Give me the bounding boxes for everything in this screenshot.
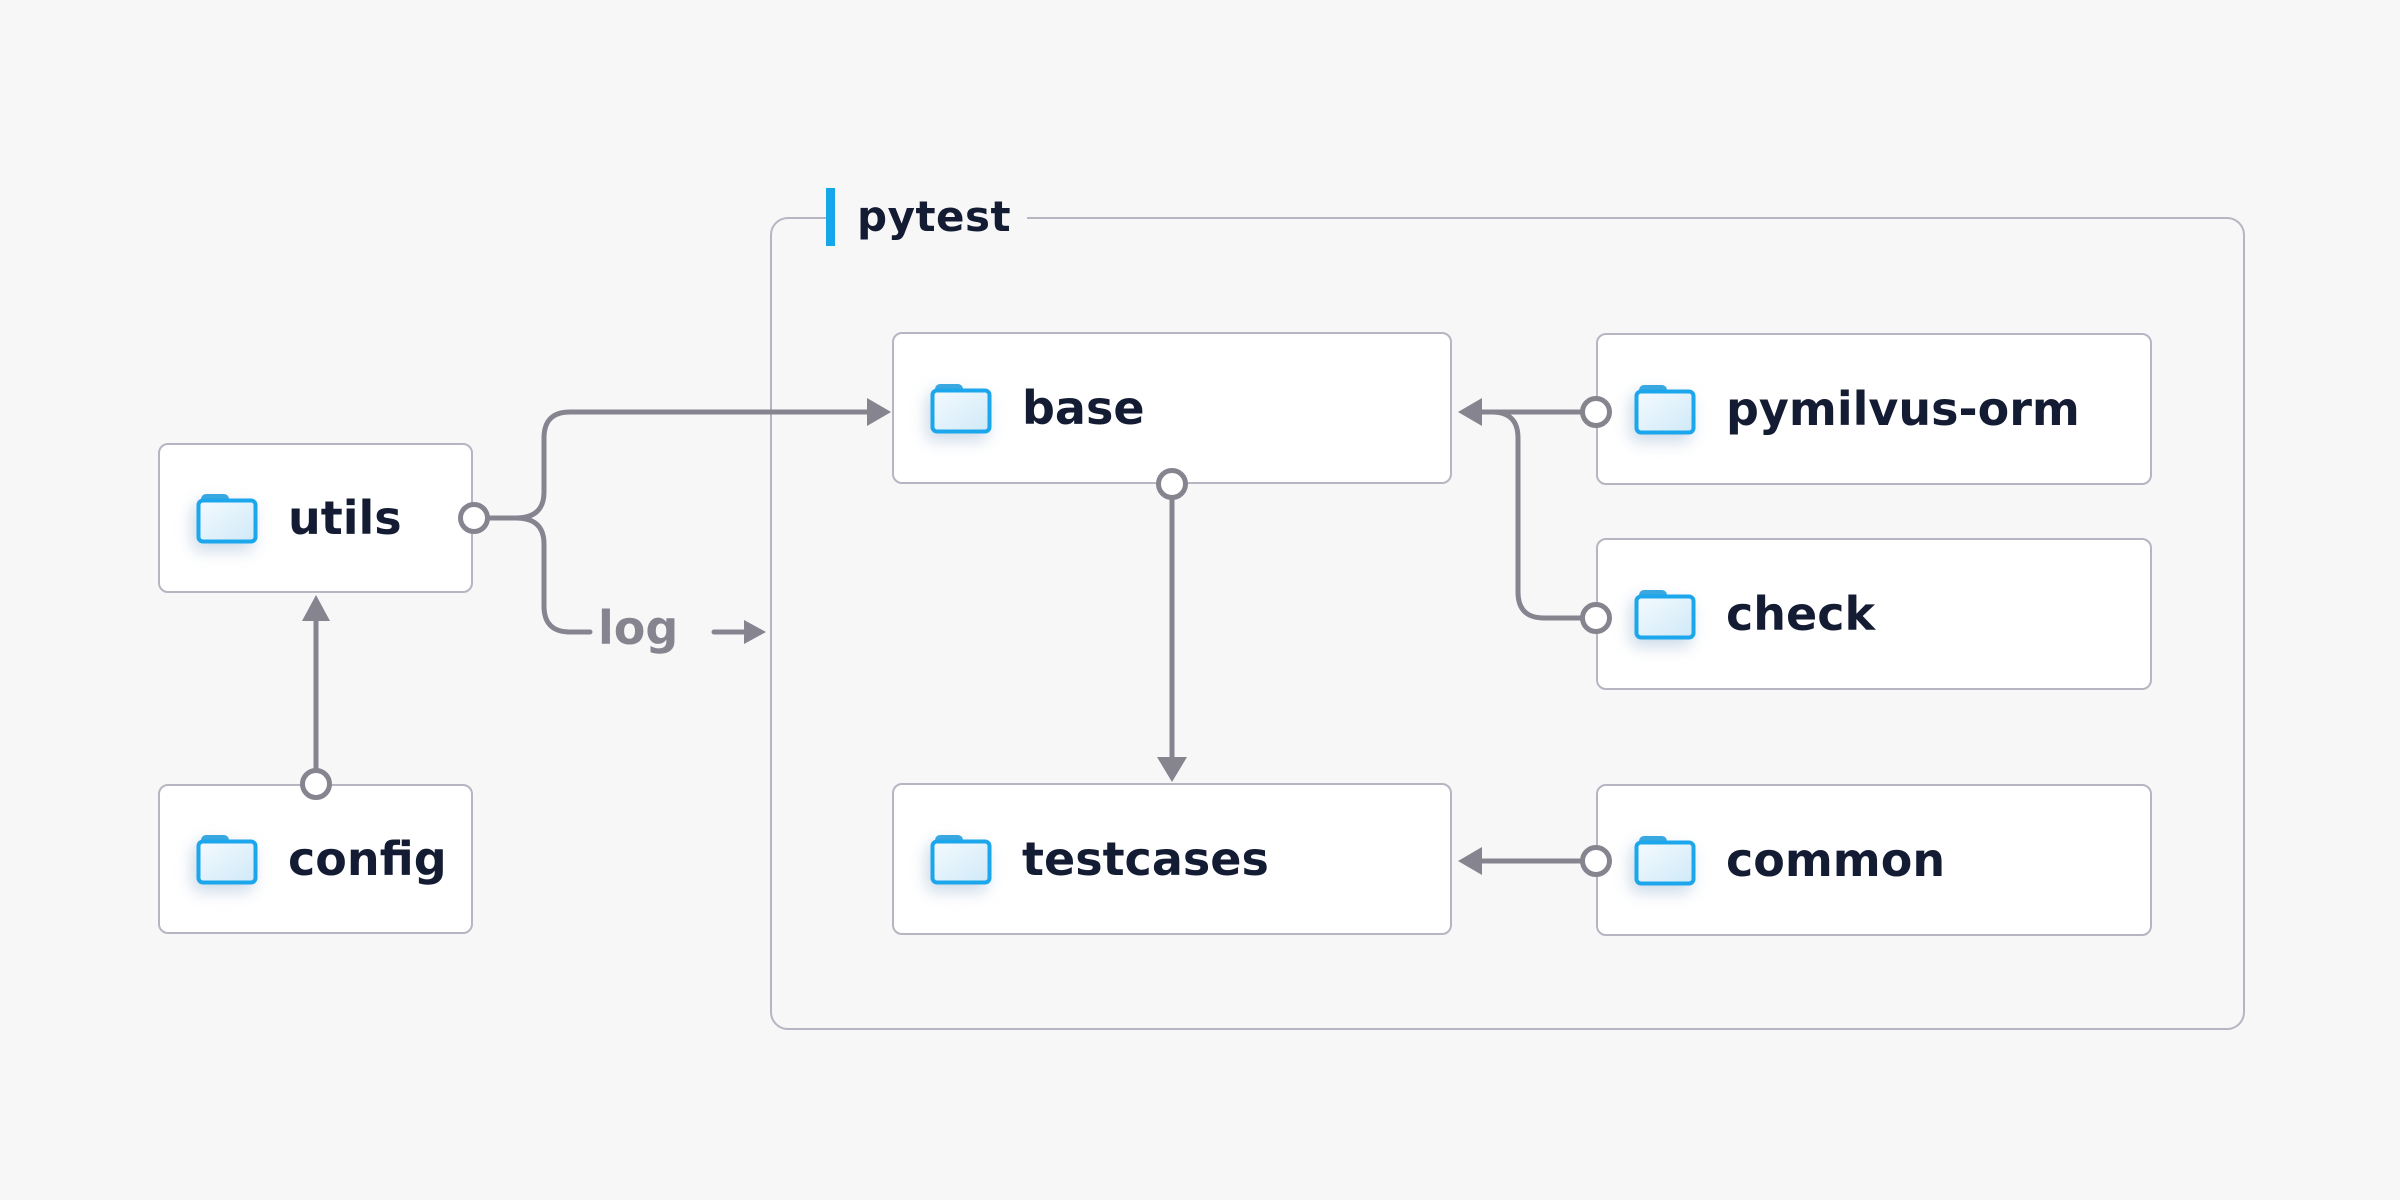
node-label: common	[1726, 833, 1946, 887]
folder-icon	[1634, 385, 1696, 435]
edge-utils-to-log-line	[486, 515, 593, 635]
node-config: config	[158, 784, 473, 934]
node-utils: utils	[158, 443, 473, 593]
pytest-group-label: pytest	[826, 188, 1028, 246]
folder-icon	[196, 835, 258, 885]
node-common: common	[1596, 784, 2152, 936]
arrowhead-into-utils	[302, 595, 330, 621]
arrowhead-log-into-pytest	[744, 620, 766, 644]
pytest-accent-bar	[826, 188, 835, 246]
node-testcases: testcases	[892, 783, 1452, 935]
node-label: base	[1022, 381, 1145, 435]
node-check: check	[1596, 538, 2152, 690]
node-label: config	[288, 832, 447, 886]
node-base: base	[892, 332, 1452, 484]
node-label: pymilvus-orm	[1726, 382, 2080, 436]
folder-icon	[196, 494, 258, 544]
folder-icon	[930, 835, 992, 885]
folder-icon	[930, 384, 992, 434]
folder-icon	[1634, 836, 1696, 886]
folder-icon	[1634, 590, 1696, 640]
node-label: check	[1726, 587, 1876, 641]
pytest-group-label-text: pytest	[857, 192, 1012, 241]
pytest-group-container	[770, 217, 2245, 1030]
edge-label-log: log	[598, 601, 679, 655]
node-pymilvus-orm: pymilvus-orm	[1596, 333, 2152, 485]
node-label: testcases	[1022, 832, 1269, 886]
node-label: utils	[288, 491, 402, 545]
